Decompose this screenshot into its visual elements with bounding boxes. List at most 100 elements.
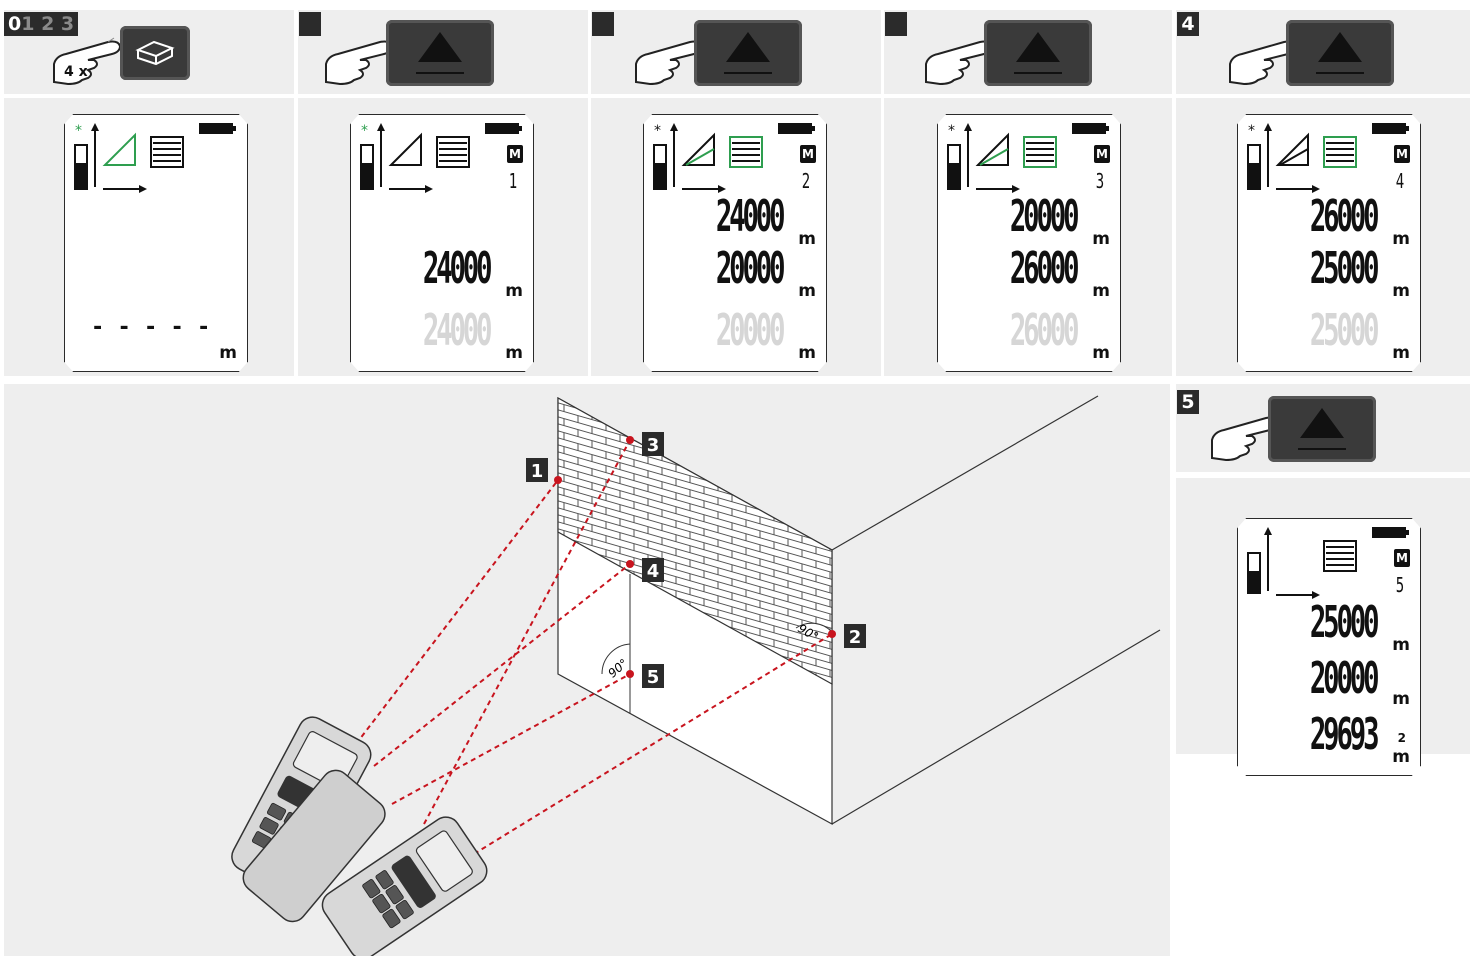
step-5-badge: 5 (1177, 390, 1199, 414)
lcd-display-step-4: * M 4 26000 m 25000 m 25000 m (1237, 114, 1421, 372)
lcd-dashes: - - - - - (91, 315, 211, 340)
svg-text:*: * (654, 123, 661, 139)
laser-point-2 (828, 630, 836, 638)
laser-point-5 (626, 670, 634, 678)
lcd-unit: m (505, 281, 523, 301)
memory-index: 3 (1095, 169, 1105, 193)
lcd-unit: m (1392, 229, 1410, 249)
point-label-5-text: 5 (647, 667, 660, 688)
point-label-3-text: 3 (647, 435, 660, 456)
lcd-header-icons: * (947, 123, 1057, 193)
ruler-icon (416, 64, 464, 74)
lcd-value-line-2: 20000 (1309, 653, 1379, 704)
lcd-display-step-3: * M 3 20000 m 26000 m 26000 m (937, 114, 1121, 372)
lcd-display-step-2: * M 2 24000 m 20000 m 20000 m (643, 114, 827, 372)
lcd-value-line-1: 25000 (1309, 597, 1379, 648)
measure-triangle-icon (418, 32, 462, 62)
lcd-unit: m (219, 343, 237, 363)
step-0-badge-number: 0 (8, 13, 22, 35)
hand-pressing-icon (1229, 40, 1298, 86)
lcd-ghost-unit: m (1092, 343, 1110, 363)
room-measurement-diagram: 90° 90° 1 2 3 4 5 (231, 395, 1161, 956)
point-label-2-text: 2 (849, 627, 862, 648)
svg-text:*: * (1248, 123, 1255, 139)
lcd-header-icons: * (653, 123, 763, 193)
ruler-icon (1014, 64, 1062, 74)
svg-text:*: * (361, 123, 368, 139)
point-label-1: 1 (526, 458, 548, 482)
hand-pressing-icon (325, 40, 394, 86)
measure-triangle-icon (726, 32, 770, 62)
lcd-unit: m (798, 229, 816, 249)
measure-key (1268, 396, 1376, 462)
lcd-display-step-0: * - - - - - m (64, 114, 248, 372)
measure-key (694, 20, 802, 86)
lcd-display-step-1: * M 1 24000 m 24000 m (350, 114, 534, 372)
memory-index: 5 (1395, 573, 1405, 597)
laser-distance-meter-device-3 (321, 816, 488, 956)
lcd-header-icons: * (360, 123, 470, 193)
lcd-unit: m (1092, 281, 1110, 301)
area-unit-exponent: 2 (1397, 731, 1406, 745)
area-function-key (120, 26, 190, 80)
battery-icon (199, 123, 236, 134)
lcd-value-line-1: 24000 (715, 191, 785, 242)
right-angle-marker (795, 622, 833, 633)
laser-point-1 (554, 476, 562, 484)
lcd-value-line-1: 26000 (1309, 191, 1379, 242)
area-function-icon (135, 40, 175, 66)
lcd-ghost-value: 20000 (715, 305, 785, 356)
svg-text:*: * (948, 123, 955, 139)
svg-text:*: * (75, 123, 82, 139)
battery-icon (778, 123, 815, 134)
step-0-badge-faded: 1 2 3 (21, 13, 75, 35)
laser-point-4 (626, 560, 634, 568)
lcd-header-icons: * (74, 123, 184, 193)
measure-key (386, 20, 494, 86)
point-label-5: 5 (642, 664, 664, 688)
step-4-badge: 4 (1177, 12, 1199, 36)
point-label-4-text: 4 (647, 561, 660, 582)
memory-index: 2 (801, 169, 811, 193)
memory-icon: M (1094, 145, 1110, 163)
memory-index: 1 (508, 169, 518, 193)
step-5-badge-number: 5 (1181, 391, 1195, 413)
lcd-value-line-1: 24000 (422, 243, 492, 294)
point-label-2: 2 (844, 624, 866, 648)
measure-key (1286, 20, 1394, 86)
point-label-3: 3 (642, 432, 664, 456)
lcd-header-icons: * (1247, 123, 1357, 193)
point-label-1-text: 1 (531, 461, 544, 482)
memory-icon: M (800, 145, 816, 163)
room-walls (557, 395, 1161, 826)
lcd-ghost-value: 26000 (1009, 305, 1079, 356)
lcd-ghost-unit: m (1392, 343, 1410, 363)
step-1-badge (299, 12, 321, 36)
battery-icon (485, 123, 522, 134)
lcd-value-line-2: 25000 (1309, 243, 1379, 294)
lcd-value-line-2: 20000 (715, 243, 785, 294)
hand-pressing-icon (635, 40, 704, 86)
memory-icon: M (1394, 549, 1410, 567)
lcd-unit: m (798, 281, 816, 301)
area-unit: m (1392, 747, 1410, 767)
right-angle-marker (601, 643, 631, 675)
memory-index: 4 (1395, 169, 1405, 193)
laser-distance-meter-device-2 (242, 769, 386, 923)
step-2-badge (592, 12, 614, 36)
press-count-label: 4 x (64, 64, 88, 80)
measure-triangle-icon (1300, 408, 1344, 438)
lcd-area-result: 29693 (1309, 709, 1379, 760)
step-0-badge: 01 2 3 (4, 12, 79, 36)
laser-beams (355, 439, 833, 855)
lcd-display-step-5: M 5 25000 m 20000 m 29693 2 m (1237, 518, 1421, 776)
lcd-header-icons (1247, 527, 1357, 599)
lcd-ghost-unit: m (798, 343, 816, 363)
hand-pressing-icon (53, 37, 122, 86)
step-4-badge-number: 4 (1181, 13, 1195, 35)
ruler-icon (1316, 64, 1364, 74)
ruler-icon (724, 64, 772, 74)
hand-pressing-icon (1211, 416, 1280, 462)
lcd-unit: m (1392, 635, 1410, 655)
ruler-icon (1298, 440, 1346, 450)
